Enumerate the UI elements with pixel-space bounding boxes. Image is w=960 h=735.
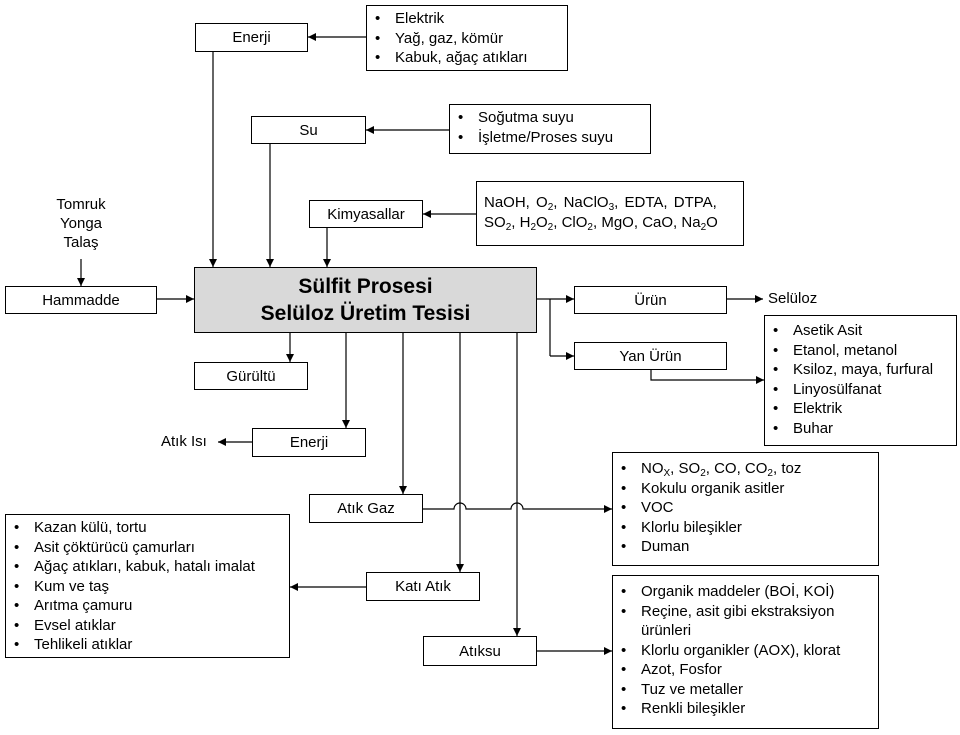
chem-dtpa: DTPA, [673,194,717,211]
list-item: Kabuk, ağaç atıkları [375,48,561,68]
list-item: Klorlu bileşikler [621,518,872,538]
raw-material-talas: Talaş [63,234,99,251]
waste-gas-box: Atık Gaz [309,494,423,523]
list-item: Kokulu organik asitler [621,479,872,499]
main-process-title-line2: Selüloz Üretim Tesisi [260,302,471,325]
list-item: Asit çöktürücü çamurları [14,538,283,558]
product-result-label: Selüloz [768,290,818,307]
chemicals-box: Kimyasallar [309,200,423,228]
list-item: Azot, Fosfor [621,660,872,680]
raw-material-tomruk: Tomruk [56,196,106,213]
list-item: İşletme/Proses suyu [458,128,644,148]
waste-heat-label: Atık Isı [161,433,207,450]
main-process-box: Sülfit Prosesi Selüloz Üretim Tesisi [194,267,537,333]
list-item: NOX, SO2, CO, CO2, toz [621,459,872,479]
wastewater-box: Atıksu [423,636,537,666]
chemicals-list: NaOH, O2, NaClO3, EDTA, DTPA, SO2, H2O2,… [476,181,744,246]
energy-input-box: Enerji [195,23,308,52]
wastewater-list: Organik maddeler (BOİ, KOİ) Reçine, asit… [612,575,879,729]
raw-material-yonga: Yonga [60,215,102,232]
waste-gas-list: NOX, SO2, CO, CO2, toz Kokulu organik as… [612,452,879,566]
raw-materials-label: Tomruk Yonga Talaş [40,195,122,252]
list-item: Tehlikeli atıklar [14,635,283,655]
list-item: Klorlu organikler (AOX), klorat [621,641,872,661]
energy-output-box: Enerji [252,428,366,457]
hammadde-box: Hammadde [5,286,157,314]
energy-sources-list: Elektrik Yağ, gaz, kömür Kabuk, ağaç atı… [366,5,568,71]
chem-clo2: ClO2, [561,214,598,233]
chemicals-line-1: NaOH, O2, NaClO3, EDTA, DTPA, [484,193,717,213]
byproducts-list: Asetik Asit Etanol, metanol Ksiloz, maya… [764,315,957,446]
chem-cao: CaO, [642,214,678,231]
water-sources-list: Soğutma suyu İşletme/Proses suyu [449,104,651,154]
list-item: Buhar [773,419,950,439]
solid-waste-box: Katı Atık [366,572,480,601]
list-item: Kum ve taş [14,577,283,597]
chem-edta: EDTA, [624,194,668,211]
list-item: Soğutma suyu [458,108,644,128]
list-item: Elektrik [773,399,950,419]
list-item: Arıtma çamuru [14,596,283,616]
chem-mgo: MgO, [601,214,639,231]
solid-waste-list: Kazan külü, tortu Asit çöktürücü çamurla… [5,514,290,658]
chem-o2: O2, [536,194,558,213]
chem-so2: SO2, [484,214,516,233]
list-item: Organik maddeler (BOİ, KOİ) [621,582,872,602]
list-item: Kazan külü, tortu [14,518,283,538]
main-process-title-line1: Sülfit Prosesi [298,275,433,298]
list-item: Ksiloz, maya, furfural [773,360,950,380]
list-item-continuation: ürünleri [641,622,692,639]
product-box: Ürün [574,286,727,314]
chemicals-line-2: SO2, H2O2, ClO2, MgO, CaO, Na2O [484,213,718,233]
list-item: Evsel atıklar [14,616,283,636]
list-item: Etanol, metanol [773,341,950,361]
arrow-waste-gas-to-list [423,502,612,513]
list-item: Ağaç atıkları, kabuk, hatalı imalat [14,557,283,577]
chem-na2o: Na2O [681,214,718,233]
list-item: VOC [621,498,872,518]
chem-naoh: NaOH, [484,194,530,211]
water-input-box: Su [251,116,366,144]
list-item: Linyosülfanat [773,380,950,400]
list-item: Yağ, gaz, kömür [375,29,561,49]
list-item: Asetik Asit [773,321,950,341]
arrow-byproduct-to-list [650,370,764,384]
list-item: Renkli bileşikler [621,699,872,719]
byproduct-box: Yan Ürün [574,342,727,370]
list-item: Elektrik [375,9,561,29]
list-item: Tuz ve metaller [621,680,872,700]
chem-h2o2: H2O2, [519,214,558,233]
list-item: Duman [621,537,872,557]
chem-naclo3: NaClO3, [563,194,619,213]
noise-box: Gürültü [194,362,308,390]
list-item: Reçine, asit gibi ekstraksiyon [621,602,872,622]
